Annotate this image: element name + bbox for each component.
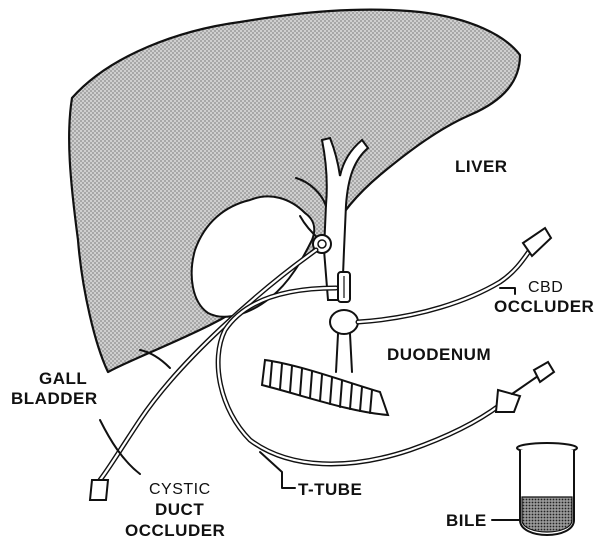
duodenum [262, 360, 388, 415]
bile-collection-tube [517, 443, 577, 535]
liver [69, 10, 520, 372]
gall-label: GALL [39, 369, 87, 388]
t-tube-label: T-TUBE [298, 480, 362, 499]
t-tube-insert [338, 272, 350, 302]
duct-label: DUCT [155, 500, 204, 519]
cbd-occluder-label: OCCLUDER [494, 297, 594, 316]
bile-label: BILE [446, 511, 487, 530]
cystic-label: CYSTIC [149, 481, 211, 498]
duodenum-label: DUODENUM [387, 345, 491, 364]
cbd-balloon [330, 310, 358, 372]
liver-label: LIVER [455, 157, 508, 176]
cystic-occluder-label: OCCLUDER [125, 521, 225, 540]
bladder-label: BLADDER [11, 389, 98, 408]
cbd-label: CBD [528, 279, 563, 296]
